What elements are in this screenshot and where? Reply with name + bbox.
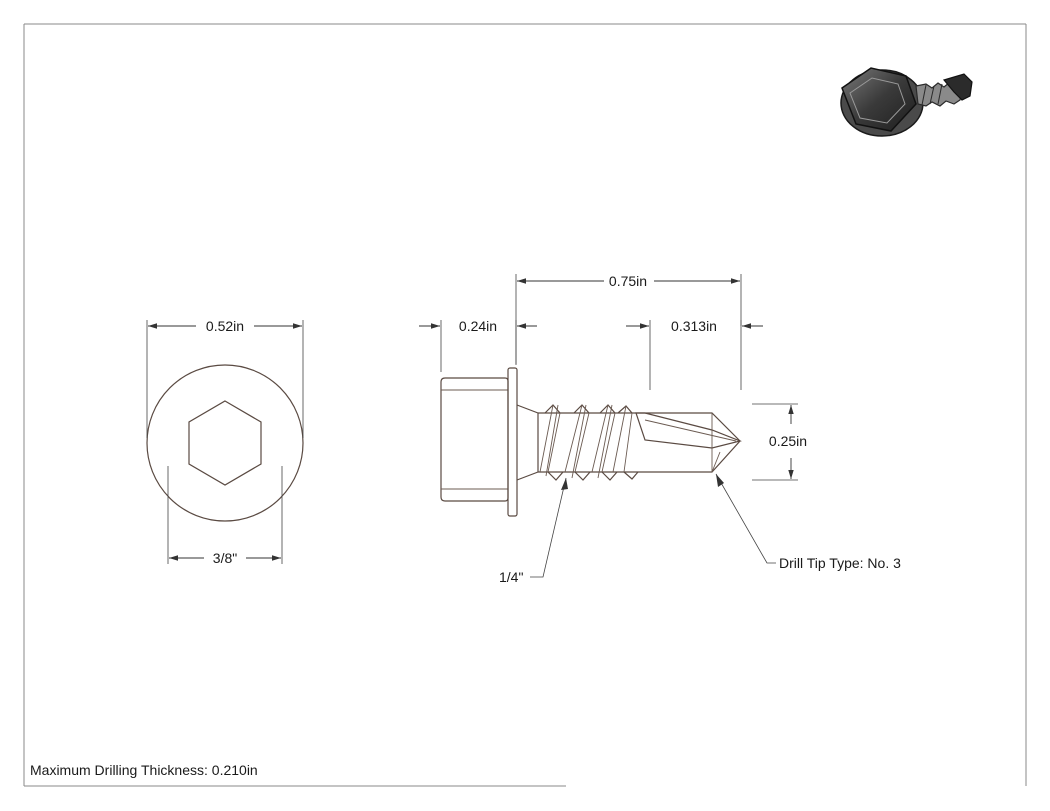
screw-side-view: [440, 367, 742, 517]
head-width-label: 0.52in: [206, 318, 244, 334]
hex-washer-head-self-drilling-screw-icon: [840, 67, 973, 137]
hex-size-label: 3/8": [213, 550, 237, 566]
drill-tip-leader: Drill Tip Type: No. 3: [715, 473, 901, 571]
max-drilling-thickness-note: Maximum Drilling Thickness: 0.210in: [30, 762, 258, 778]
drill-point-length-dimension: 0.313in: [626, 318, 763, 390]
head-width-dimension: 0.52in: [146, 318, 304, 438]
shank-diameter-label: 0.25in: [769, 433, 807, 449]
thread-helix: [539, 404, 633, 479]
thread-crests-bottom: [547, 471, 639, 481]
thread-size-leader: 1/4": [499, 477, 568, 585]
drill-point-length-label: 0.313in: [671, 318, 717, 334]
thread-size-label: 1/4": [499, 569, 523, 585]
head-top-view: [146, 364, 304, 522]
head-height-dimension: 0.24in: [419, 318, 537, 372]
drill-tip-note: Drill Tip Type: No. 3: [779, 555, 901, 571]
drawing-frame: [23, 23, 1027, 787]
drill-point-outline: [645, 412, 741, 473]
washer-outline: [507, 367, 518, 517]
hex-size-dimension: 3/8": [167, 466, 283, 566]
hex-socket-outline: [188, 400, 262, 486]
drill-flute: [635, 412, 742, 449]
hex-head-outline: [440, 377, 509, 502]
overall-length-label: 0.75in: [609, 273, 647, 289]
head-height-label: 0.24in: [459, 318, 497, 334]
shank-diameter-dimension: 0.25in: [752, 403, 807, 481]
